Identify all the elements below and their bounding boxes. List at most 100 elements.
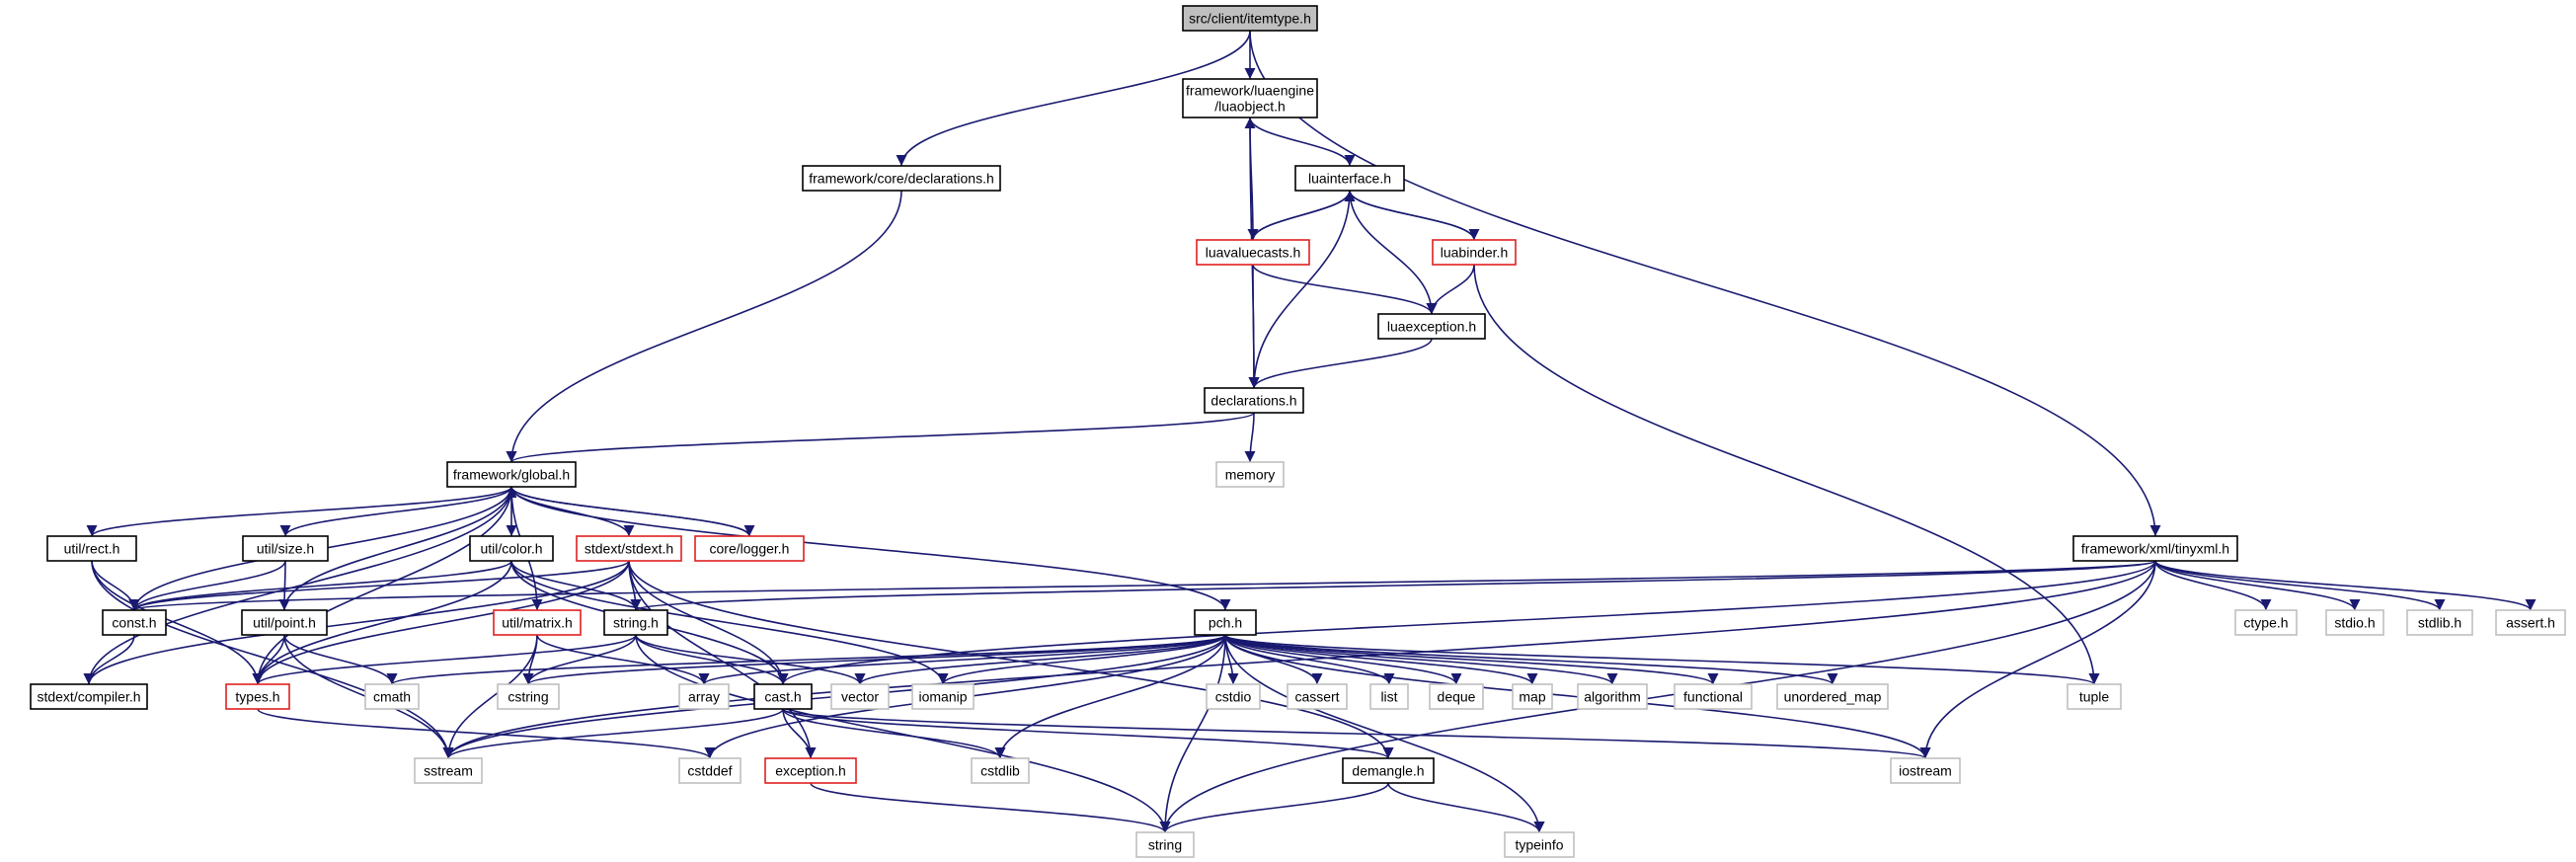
edge-global-to-compiler	[83, 486, 512, 685]
node-stdlib-h: stdlib.h	[2406, 609, 2473, 636]
node-util-rect-h[interactable]: util/rect.h	[46, 535, 137, 562]
edge-stringh-to-types	[252, 634, 637, 685]
node-label: framework/global.h	[453, 467, 570, 483]
node-label: luainterface.h	[1308, 171, 1391, 187]
node-cast-h[interactable]: cast.h	[753, 683, 813, 710]
edge-stdext-to-types	[252, 560, 630, 685]
node-label: cstdlib	[980, 763, 1020, 779]
edge-itemtype-to-tinyxml	[1249, 30, 2161, 537]
edge-color-to-const	[128, 560, 512, 611]
edge-luabinder-to-luainterface	[1344, 190, 1475, 241]
node-label: cstring	[507, 689, 548, 705]
node-cmath: cmath	[364, 683, 420, 710]
edge-rect-to-types	[91, 560, 264, 685]
edge-color-to-iomanip	[510, 560, 949, 685]
node-label: tuple	[2079, 689, 2110, 705]
edge-tinyxml-to-iostream	[1919, 560, 2156, 759]
node-util-matrix-h[interactable]: util/matrix.h	[493, 609, 582, 636]
node-label: util/point.h	[253, 615, 316, 631]
edge-cast-to-cstdlib	[782, 708, 1006, 759]
node-framework-xml-tinyxml-h[interactable]: framework/xml/tinyxml.h	[2072, 535, 2238, 562]
node-label: cstdio	[1215, 689, 1252, 705]
edge-pch-to-array	[698, 634, 1226, 685]
node-label: luaexception.h	[1387, 319, 1476, 335]
node-luaexception-h[interactable]: luaexception.h	[1377, 313, 1486, 340]
edge-pch-to-tuple	[1224, 634, 2100, 685]
edge-stdext-to-compiler	[83, 560, 630, 685]
node-label: exception.h	[775, 763, 846, 779]
edge-luavaluecasts-to-luaexception	[1252, 264, 1438, 315]
edge-cast-to-exception	[782, 708, 817, 759]
node-label: unordered_map	[1784, 689, 1882, 705]
node-label: util/rect.h	[64, 541, 120, 557]
edge-cast-to-iostream	[782, 708, 1930, 759]
node-core-logger-h[interactable]: core/logger.h	[694, 535, 805, 562]
node-label: functional	[1683, 689, 1743, 705]
edge-luaexception-to-declarations	[1248, 338, 1433, 389]
node-label: deque	[1438, 689, 1476, 705]
node-label: cassert	[1294, 689, 1339, 705]
edge-pch-to-cstdlib	[994, 634, 1226, 759]
edge-global-to-rect	[86, 486, 512, 537]
node-framework-core-declarations-h[interactable]: framework/core/declarations.h	[802, 165, 1001, 192]
edge-pch-to-iostream	[1224, 634, 1931, 759]
node-stdext-stdext-h[interactable]: stdext/stdext.h	[576, 535, 682, 562]
node-framework-luaengine-luaobject-h[interactable]: framework/luaengine/luaobject.h	[1182, 78, 1318, 118]
nodes-layer: src/client/itemtype.h framework/luaengine…	[30, 5, 2566, 858]
edge-luabinder-to-tuple	[1473, 264, 2100, 685]
node-label: src/client/itemtype.h	[1189, 11, 1311, 27]
node-ctype-h: ctype.h	[2234, 609, 2298, 636]
edge-pch-to-string	[1159, 634, 1226, 833]
node-label: stdext/compiler.h	[37, 689, 140, 705]
node-label: string	[1148, 837, 1182, 853]
node-framework-global-h[interactable]: framework/global.h	[446, 461, 577, 488]
node-luabinder-h[interactable]: luabinder.h	[1432, 239, 1517, 266]
node-label: luavaluecasts.h	[1206, 245, 1301, 261]
edge-pch-to-cmath	[386, 634, 1226, 685]
node-luavaluecasts-h[interactable]: luavaluecasts.h	[1196, 239, 1310, 266]
edge-coredecl-to-global	[506, 190, 902, 463]
edge-stringh-to-cast	[635, 634, 789, 685]
edge-luavaluecasts-to-luainterface	[1252, 190, 1356, 241]
node-exception-h[interactable]: exception.h	[764, 757, 857, 784]
node-demangle-h[interactable]: demangle.h	[1342, 757, 1435, 784]
node-stdext-compiler-h[interactable]: stdext/compiler.h	[30, 683, 148, 710]
node-label: stdext/stdext.h	[585, 541, 673, 557]
node-luainterface-h[interactable]: luainterface.h	[1294, 165, 1405, 192]
node-unordered-map: unordered_map	[1776, 683, 1889, 710]
node-stdio-h: stdio.h	[2325, 609, 2384, 636]
node-label: declarations.h	[1210, 393, 1296, 409]
node-label: pch.h	[1209, 615, 1242, 631]
node-label: framework/xml/tinyxml.h	[2081, 541, 2229, 557]
node-sstream: sstream	[414, 757, 483, 784]
node-util-color-h[interactable]: util/color.h	[469, 535, 554, 562]
node-const-h[interactable]: const.h	[102, 609, 167, 636]
node-array: array	[678, 683, 730, 710]
node-label: luabinder.h	[1441, 245, 1509, 261]
node-label: iomanip	[918, 689, 967, 705]
edge-exception-to-string	[810, 782, 1171, 833]
node-declarations-h[interactable]: declarations.h	[1204, 387, 1304, 414]
edge-const-to-compiler	[83, 634, 135, 685]
edge-tinyxml-to-string	[1159, 560, 2156, 833]
node-pch-h[interactable]: pch.h	[1194, 609, 1257, 636]
node-string-h[interactable]: string.h	[603, 609, 668, 636]
edge-tinyxml-to-ctype	[2154, 560, 2272, 611]
node-util-size-h[interactable]: util/size.h	[242, 535, 329, 562]
edge-demangle-to-string	[1159, 782, 1389, 833]
edge-stdext-to-cast	[628, 560, 789, 685]
node-label: array	[688, 689, 720, 705]
edge-pch-to-unordered_map	[1224, 634, 1838, 685]
edge-global-to-stdext	[510, 486, 635, 537]
edge-stringh-to-vector	[635, 634, 866, 685]
node-tuple: tuple	[2067, 683, 2122, 710]
node-util-point-h[interactable]: util/point.h	[241, 609, 328, 636]
edge-cast-to-demangle	[782, 708, 1394, 759]
node-label: iostream	[1899, 763, 1952, 779]
edge-tinyxml-to-assert	[2154, 560, 2537, 611]
node-src-client-itemtype-h[interactable]: src/client/itemtype.h	[1182, 5, 1318, 32]
edge-luainterface-to-declarations	[1248, 190, 1351, 389]
node-label: memory	[1225, 467, 1276, 483]
node-types-h[interactable]: types.h	[225, 683, 290, 710]
node-iostream: iostream	[1890, 757, 1961, 784]
